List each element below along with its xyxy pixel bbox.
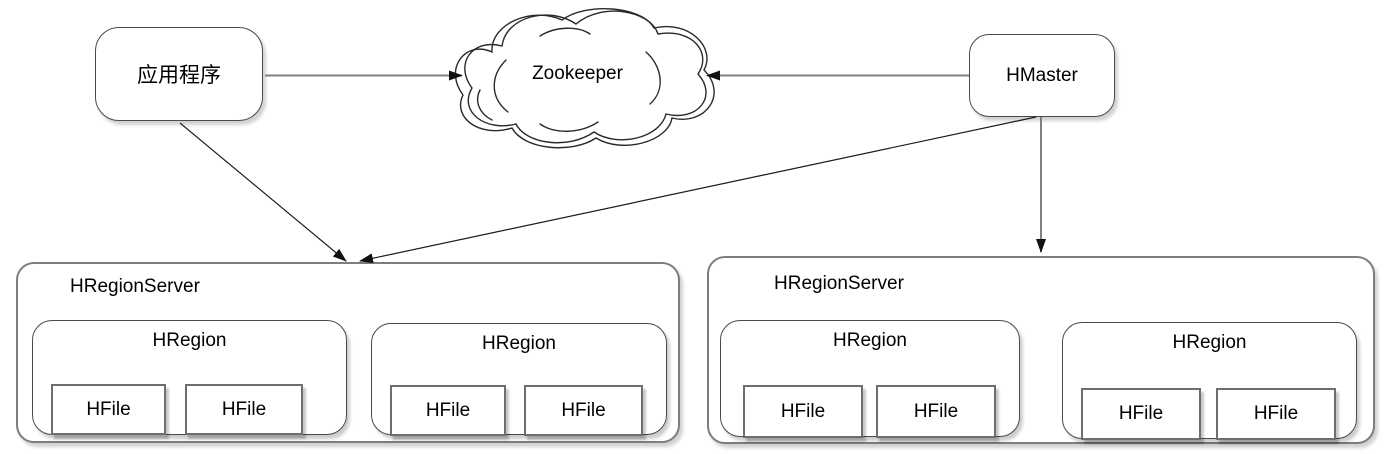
hfile-2-1-1: HFile [743,385,863,438]
hfile-2-1-2: HFile [876,385,996,438]
application-label: 应用程序 [137,64,221,87]
hfile-1-1-2: HFile [185,384,303,435]
hregion-2-1: HRegion HFile HFile [720,320,1020,438]
hmaster-label: HMaster [1006,64,1078,86]
hfile-label: HFile [1118,403,1164,424]
arrow-hmaster-to-server1 [359,116,1037,264]
hregion-1-2-label: HRegion [482,333,556,354]
zookeeper-label: Zookeeper [532,63,623,84]
hfile-label: HFile [913,400,959,422]
cloud-inner-stroke [539,121,599,132]
hregionserver-2-label: HRegionServer [774,273,904,294]
hfile-label: HFile [780,400,826,422]
hfile-label: HFile [425,399,471,421]
hregion-1-1-label: HRegion [152,330,227,351]
hregion-2-2-label: HRegion [1172,332,1247,353]
hregionserver-1: HRegionServer HRegion HFile HFile HRegio… [16,262,680,443]
hregionserver-2: HRegionServer HRegion HFile HFile HRegio… [707,256,1375,444]
hfile-label: HFile [221,398,267,420]
hregionserver-1-label: HRegionServer [70,276,200,297]
hfile-2-2-2: HFile [1216,388,1336,440]
hregion-1-1: HRegion HFile HFile [32,320,347,435]
cloud-inner-stroke [476,89,493,121]
application-node: 应用程序 [95,27,263,121]
cloud-inner-stroke [539,27,591,37]
hmaster-node: HMaster [969,34,1115,117]
hfile-1-2-2: HFile [524,385,643,436]
arrow-app-to-server1 [179,122,347,262]
hregion-2-1-label: HRegion [833,330,907,351]
hfile-label: HFile [1253,403,1299,424]
hregion-1-2: HRegion HFile HFile [371,323,667,436]
hfile-1-1-1: HFile [51,384,166,435]
hfile-label: HFile [561,399,606,421]
hfile-2-2-1: HFile [1081,388,1201,440]
hfile-label: HFile [86,398,131,420]
hregion-2-2: HRegion HFile HFile [1062,322,1357,440]
hfile-1-2-1: HFile [390,385,506,436]
